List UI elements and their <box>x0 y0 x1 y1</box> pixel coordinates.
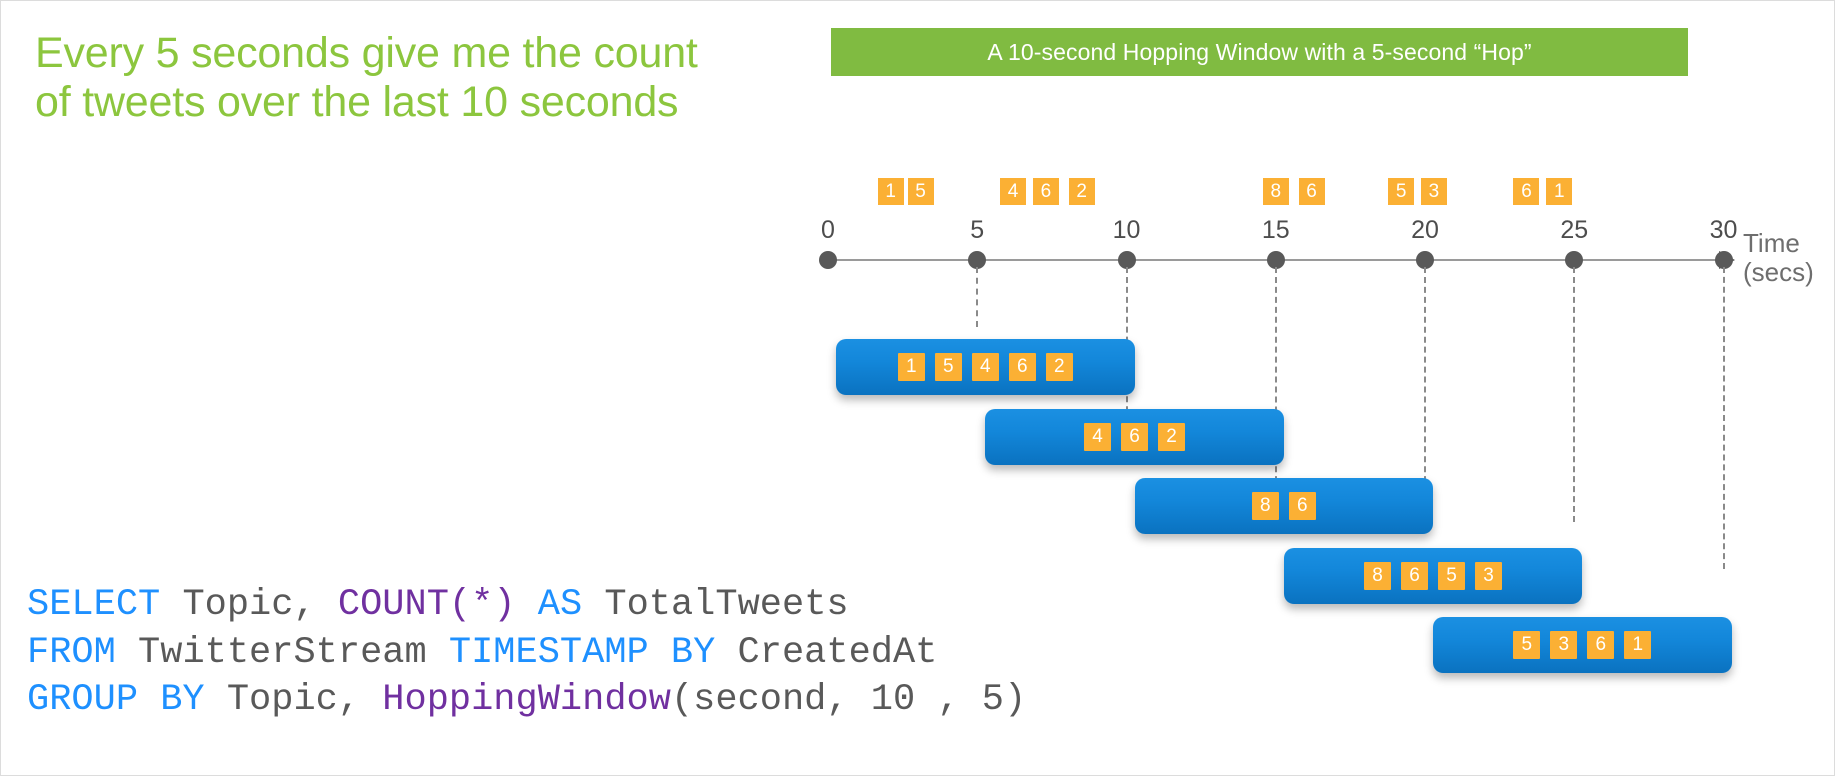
axis-dropline <box>1125 267 1128 452</box>
axis-tick-label: 30 <box>1709 216 1738 244</box>
axis-tick-dot <box>1714 251 1733 269</box>
event-chip: 5 <box>907 178 934 205</box>
window-event-chip: 1 <box>897 353 925 381</box>
axis-tick-label: 25 <box>1560 216 1589 244</box>
window-event-chip: 2 <box>1045 353 1073 381</box>
sql-token-id: Topic, <box>204 679 383 722</box>
sql-token-fn: COUNT(*) <box>337 584 516 626</box>
event-chip: 5 <box>1388 178 1415 205</box>
window-event-chip: 4 <box>971 353 999 381</box>
axis-tick-dot <box>1565 251 1584 269</box>
window-event-chip: 6 <box>1008 353 1036 381</box>
axis-dropline <box>1722 267 1725 569</box>
event-chip: 2 <box>1068 178 1095 205</box>
axis-tick-dot <box>1266 251 1285 269</box>
window-event-chip: 5 <box>934 353 962 381</box>
sql-line: SELECT Topic, COUNT(*) AS TotalTweets <box>27 582 1026 630</box>
sql-token-id: Topic, <box>160 584 338 626</box>
axis-tick-dot <box>819 251 837 269</box>
sql-token-kw: SELECT <box>27 584 161 626</box>
time-axis-arrow-icon <box>1719 251 1735 269</box>
axis-tick-dot <box>968 251 987 269</box>
sql-line: FROM TwitterStream TIMESTAMP BY CreatedA… <box>27 630 1026 678</box>
axis-tick-dot <box>1117 251 1136 269</box>
sql-token-id: CreatedAt <box>715 631 938 674</box>
window-event-chip: 5 <box>1513 631 1541 659</box>
event-chip: 8 <box>1262 178 1289 205</box>
banner-label: A 10-second Hopping Window with a 5-seco… <box>987 38 1532 65</box>
window-event-chip: 3 <box>1550 631 1578 659</box>
event-chip: 4 <box>1000 178 1027 205</box>
axis-dropline <box>1274 267 1277 522</box>
sql-token-id: TotalTweets <box>582 584 849 626</box>
event-chip: 1 <box>1546 178 1573 205</box>
axis-tick-label: 20 <box>1411 216 1439 244</box>
sql-token-id <box>516 584 538 626</box>
window-event-chip: 8 <box>1364 561 1391 590</box>
window-event-chip: 3 <box>1475 561 1502 590</box>
event-chip: 6 <box>1298 178 1325 205</box>
page-title: Every 5 seconds give me the count of twe… <box>35 29 698 126</box>
axis-dropline <box>976 267 979 327</box>
window-event-chip: 6 <box>1121 422 1148 451</box>
window-event-chip: 1 <box>1624 631 1652 659</box>
axis-tick-label: 15 <box>1261 216 1290 244</box>
sql-token-id: (second, 10 , 5) <box>670 679 1027 722</box>
axis-tick-label: 0 <box>821 216 835 244</box>
window-event-chip: 4 <box>1084 422 1111 451</box>
axis-tick-label: 10 <box>1112 216 1141 244</box>
time-axis-line <box>825 259 1725 261</box>
axis-label: Time (secs) <box>1743 228 1814 288</box>
sql-token-kw: FROM <box>27 631 116 674</box>
event-chip: 6 <box>1032 178 1059 205</box>
axis-label-line1: Time <box>1743 228 1800 258</box>
event-chip: 1 <box>877 178 904 205</box>
window-event-chip: 6 <box>1587 631 1615 659</box>
axis-dropline <box>1573 267 1576 522</box>
event-chip: 3 <box>1420 178 1447 205</box>
window-event-chip: 5 <box>1438 561 1465 590</box>
window-event-chip: 6 <box>1401 561 1428 590</box>
sql-token-id: TwitterStream <box>115 631 449 674</box>
banner: A 10-second Hopping Window with a 5-seco… <box>831 28 1688 76</box>
axis-dropline <box>1424 267 1426 522</box>
axis-tick-dot <box>1416 251 1434 269</box>
sql-token-kw: AS <box>537 584 583 626</box>
sql-token-fn: HoppingWindow <box>382 679 671 722</box>
sql-token-kw: TIMESTAMP BY <box>448 631 716 674</box>
axis-tick-label: 5 <box>970 216 985 244</box>
sql-line: GROUP BY Topic, HoppingWindow(second, 10… <box>27 677 1026 725</box>
window-event-chip: 2 <box>1158 422 1185 451</box>
event-chip: 6 <box>1513 178 1540 205</box>
window-event-chip: 8 <box>1251 492 1279 520</box>
axis-label-line2: (secs) <box>1743 257 1814 288</box>
sql-token-kw: GROUP BY <box>27 679 205 722</box>
window-event-chip: 6 <box>1288 492 1316 520</box>
